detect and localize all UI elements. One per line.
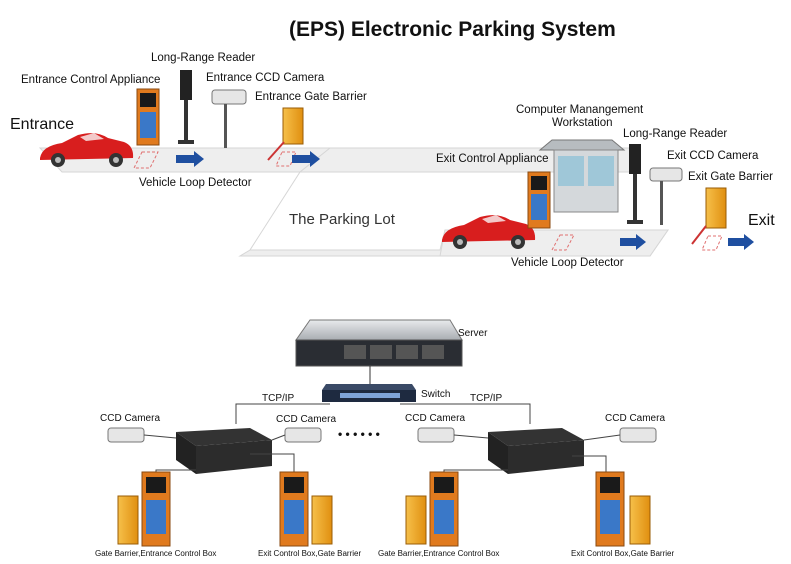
parking-lot-label: The Parking Lot — [289, 211, 395, 228]
unit-1-barrier-icon — [117, 495, 139, 545]
loop-detector-exit-icon — [551, 234, 575, 251]
entrance-gate-barrier-label: Entrance Gate Barrier — [255, 91, 367, 103]
exit-ccd-camera-icon — [649, 167, 683, 225]
exit-arrow-2-icon — [728, 234, 754, 250]
loop-detector-entrance-icon — [133, 151, 159, 169]
controller-left-icon — [176, 428, 272, 474]
more-units-ellipsis: • • • • • • — [338, 427, 380, 441]
entrance-ccd-camera-label: Entrance CCD Camera — [206, 72, 325, 84]
workstation-label: Workstation — [552, 117, 613, 129]
workstation-booth-icon — [538, 139, 626, 213]
entrance-arrow-icon — [176, 151, 204, 167]
page-title: (EPS) Electronic Parking System — [289, 18, 616, 41]
entrance-ccd-camera-icon — [211, 89, 247, 148]
entrance-control-appliance-label: Entrance Control Appliance — [21, 74, 161, 86]
computer-management-label: Computer Manangement — [516, 104, 644, 116]
unit-1-label: Gate Barrier,Entrance Control Box — [95, 549, 217, 558]
unit-4-barrier-icon — [629, 495, 651, 545]
loop-detector-exit-barrier-icon — [701, 235, 723, 251]
controller-right-icon — [488, 428, 584, 474]
tcpip-left-label: TCP/IP — [262, 393, 295, 404]
unit-1-kiosk-icon — [141, 471, 171, 547]
exit-car-icon — [442, 215, 536, 249]
entrance-control-appliance-icon — [136, 88, 160, 146]
long-range-reader-entrance-icon — [178, 70, 194, 144]
entrance-gate-barrier-icon — [267, 107, 304, 161]
exit-arrow-icon — [620, 234, 646, 250]
exit-control-appliance-label: Exit Control Appliance — [436, 153, 549, 165]
ccd-camera-1-label: CCD Camera — [100, 413, 161, 424]
entrance-label: Entrance — [10, 116, 75, 133]
ccd-camera-1-icon — [107, 427, 145, 443]
tcpip-left-link — [235, 403, 330, 424]
server-icon — [295, 319, 463, 367]
exit-gate-barrier-icon — [691, 187, 727, 245]
ccd-camera-3-icon — [417, 427, 455, 443]
ccd-camera-4-icon — [619, 427, 657, 443]
ccd-camera-3-label: CCD Camera — [405, 413, 466, 424]
unit-2-kiosk-icon — [279, 471, 309, 547]
exit-control-appliance-icon — [527, 171, 551, 229]
exit-ccd-camera-label: Exit CCD Camera — [667, 150, 759, 162]
unit-2-barrier-icon — [311, 495, 333, 545]
server-label: Server — [458, 328, 488, 339]
unit-3-label: Gate Barrier,Entrance Control Box — [378, 549, 500, 558]
unit-4-kiosk-icon — [595, 471, 625, 547]
long-range-reader-exit-icon — [627, 144, 643, 224]
vehicle-loop-detector-entrance-label: Vehicle Loop Detector — [139, 177, 252, 189]
unit-3-barrier-icon — [405, 495, 427, 545]
long-range-reader-exit-label: Long-Range Reader — [623, 128, 728, 140]
entrance-car-icon — [40, 133, 134, 167]
ccd-camera-4-label: CCD Camera — [605, 413, 666, 424]
exit-gate-barrier-label: Exit Gate Barrier — [688, 171, 773, 183]
long-range-reader-entrance-label: Long-Range Reader — [151, 52, 256, 64]
unit-2-label: Exit Control Box,Gate Barrier — [258, 549, 362, 558]
entrance-arrow-2-icon — [292, 151, 320, 167]
vehicle-loop-detector-exit-label: Vehicle Loop Detector — [511, 257, 624, 269]
ccd-camera-2-icon — [284, 427, 322, 443]
switch-icon — [322, 384, 416, 402]
ccd-camera-2-label: CCD Camera — [276, 414, 337, 425]
unit-3-kiosk-icon — [429, 471, 459, 547]
unit-4-label: Exit Control Box,Gate Barrier — [571, 549, 675, 558]
switch-label: Switch — [421, 389, 451, 400]
tcpip-right-link — [400, 403, 531, 424]
tcpip-right-label: TCP/IP — [470, 393, 503, 404]
exit-label: Exit — [748, 212, 775, 229]
